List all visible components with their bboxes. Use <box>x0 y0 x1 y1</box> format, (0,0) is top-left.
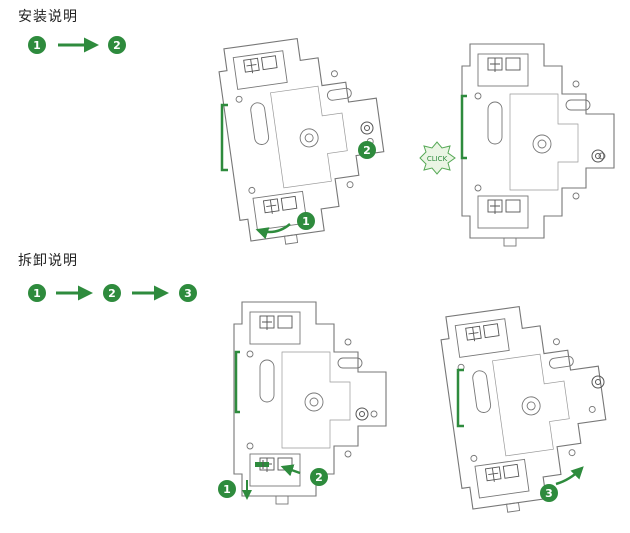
install-seq-step-2-label: 2 <box>113 39 121 52</box>
removal-step-3-label: 3 <box>545 487 553 500</box>
removal-step-3-circle <box>540 484 558 502</box>
click-text: CLICK <box>427 155 448 163</box>
clip-icon <box>360 121 374 135</box>
removal-step-1-circle <box>218 480 236 498</box>
removal-seq-step-3-circle <box>179 284 197 302</box>
install-seq-step-1-circle <box>28 36 46 54</box>
install-seq-step-2-circle <box>108 36 126 54</box>
clip-hole-icon <box>359 411 365 417</box>
click-burst-icon <box>419 141 456 175</box>
install-seq-step-1-label: 1 <box>33 39 41 52</box>
install-figure-mounted: CLICK <box>419 43 615 247</box>
din-rail <box>456 368 464 428</box>
rotate-out-arrow-icon <box>555 466 584 486</box>
removal-seq-step-3-label: 3 <box>184 287 192 300</box>
removal-figure-latch: 1 2 <box>218 301 387 505</box>
removal-title: 拆卸说明 <box>18 253 78 269</box>
push-arrow-icon <box>280 464 301 477</box>
clip-icon <box>591 149 605 163</box>
install-step-1-label: 1 <box>302 215 310 228</box>
rotate-arrow-icon <box>255 223 291 240</box>
breaker-illustration <box>461 43 615 247</box>
removal-seq-step-1-circle <box>28 284 46 302</box>
din-rail <box>460 94 467 160</box>
breaker-illustration <box>233 301 387 505</box>
removal-seq-step-2-circle <box>103 284 121 302</box>
removal-step-2-circle <box>310 468 328 486</box>
breaker-illustration <box>437 296 618 519</box>
removal-seq-step-1-label: 1 <box>33 287 41 300</box>
clip-hole-icon <box>364 125 370 131</box>
removal-step-1-label: 1 <box>223 483 231 496</box>
install-step-2-label: 2 <box>363 144 371 157</box>
screwdriver-icon <box>255 462 269 467</box>
removal-step-2-label: 2 <box>315 471 323 484</box>
clip-icon <box>591 375 605 389</box>
install-figure-tilted: 1 2 <box>215 28 396 251</box>
clip-hole-icon <box>595 379 601 385</box>
clip-icon <box>355 407 369 421</box>
din-rail <box>234 350 240 414</box>
install-title: 安装说明 <box>18 9 78 25</box>
install-step-2-circle <box>358 141 376 159</box>
clip-hole-icon <box>595 153 601 159</box>
removal-sequence: 1 2 3 <box>28 284 197 302</box>
removal-figure-tilted: 3 <box>437 296 618 519</box>
install-sequence: 1 2 <box>28 36 126 54</box>
install-step-1-circle <box>297 212 315 230</box>
din-rail <box>220 103 228 172</box>
removal-seq-step-2-label: 2 <box>108 287 116 300</box>
